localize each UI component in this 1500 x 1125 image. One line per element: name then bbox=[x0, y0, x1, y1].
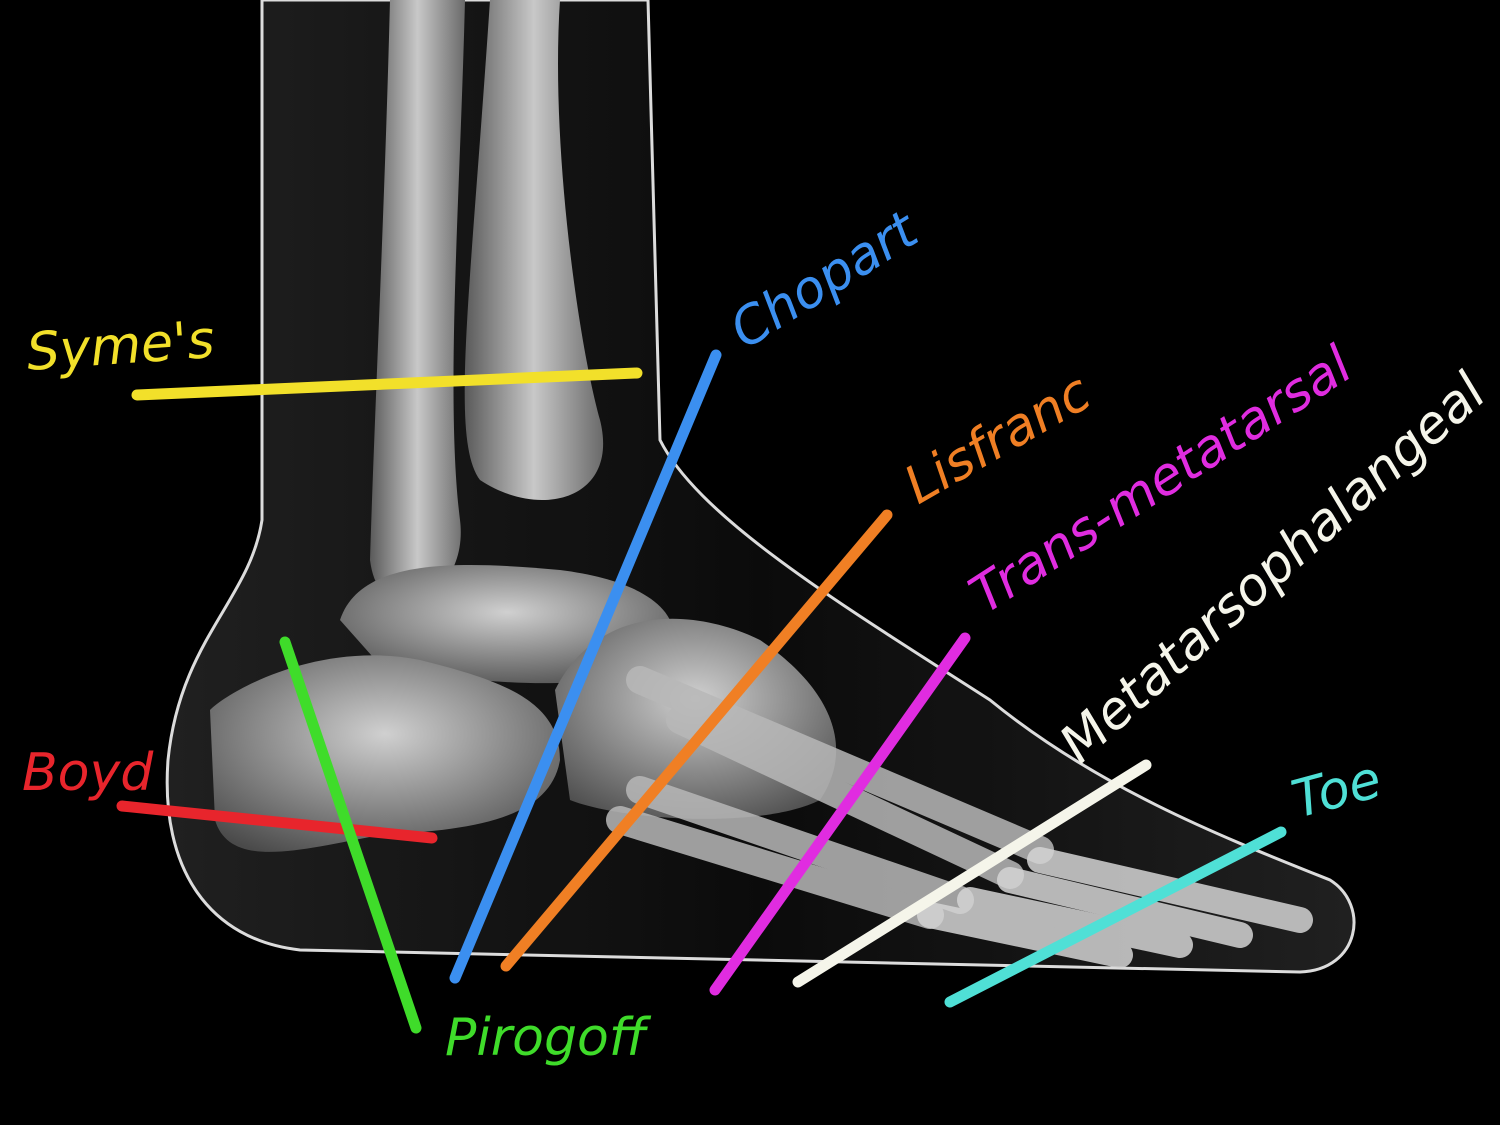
toe-line bbox=[944, 826, 1287, 1008]
symes-label: Syme's bbox=[25, 310, 217, 383]
transmetatarsal-label: Trans-metatarsal bbox=[959, 335, 1363, 626]
toe-label: Toe bbox=[1286, 750, 1388, 831]
chopart-line bbox=[449, 349, 722, 984]
symes-line bbox=[131, 367, 643, 401]
transmetatarsal-line bbox=[709, 632, 971, 996]
lisfranc-label: Lisfranc bbox=[895, 362, 1101, 516]
boyd-line bbox=[116, 800, 438, 844]
metatarsophalangeal-line bbox=[792, 759, 1152, 988]
pirogoff-label: Pirogoff bbox=[445, 1008, 652, 1068]
lisfranc-line bbox=[500, 509, 893, 972]
pirogoff-line bbox=[279, 636, 422, 1034]
chopart-label: Chopart bbox=[720, 199, 929, 361]
tibia-bone bbox=[370, 0, 465, 604]
calcaneus-bone bbox=[210, 655, 560, 852]
boyd-label: Boyd bbox=[22, 743, 154, 803]
